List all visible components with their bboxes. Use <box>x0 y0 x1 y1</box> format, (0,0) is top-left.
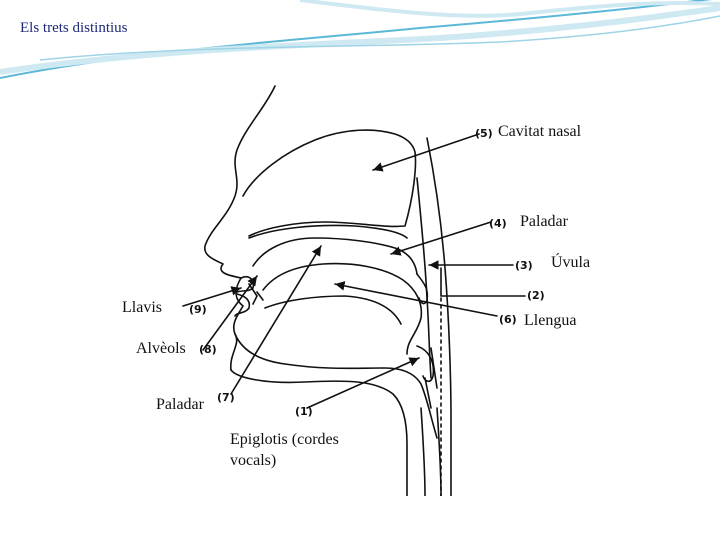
tongue-lower <box>264 295 402 325</box>
marker-1: (1) <box>295 405 313 418</box>
face-profile-outline <box>204 85 276 371</box>
pointer-7-paladar <box>230 245 322 395</box>
uvula-shape <box>416 273 429 305</box>
vocal-tract-diagram <box>182 85 526 496</box>
upper-lip <box>236 275 255 293</box>
pharynx-back-wall <box>426 137 452 496</box>
nasal-cavity-outline <box>242 129 417 237</box>
header-wave-fill <box>0 0 720 80</box>
label-epiglotis-line1: Epiglotis (cordes <box>230 431 339 448</box>
header-wave-decoration <box>0 0 720 80</box>
header-wave-line-3 <box>39 15 720 61</box>
lower-lip <box>234 293 251 317</box>
pointer-5-nasal <box>372 133 480 172</box>
jaw-outline <box>234 333 438 439</box>
pointer-8-alveols <box>202 275 258 351</box>
marker-8: (8) <box>199 343 217 356</box>
marker-4: (4) <box>489 217 507 230</box>
marker-6: (6) <box>499 313 517 326</box>
label-llengua: Llengua <box>524 312 577 329</box>
slide-header: Els trets distintius <box>0 0 720 90</box>
marker-3: (3) <box>515 259 533 272</box>
pointer-4-palate <box>390 221 492 256</box>
label-alveols: Alvèols <box>136 340 186 357</box>
figure-panel: (5) (4) (3) (2) (6) (9) (8) (7) (1) <box>145 78 565 496</box>
tongue-outline <box>262 262 423 355</box>
slide-title: Els trets distintius <box>20 20 128 36</box>
label-paladar-top: Paladar <box>520 213 568 230</box>
marker-2: (2) <box>527 289 545 302</box>
marker-7: (7) <box>217 391 235 404</box>
marker-5: (5) <box>475 127 493 140</box>
pointer-2-llengua <box>440 267 526 297</box>
label-llavis: Llavis <box>122 299 162 316</box>
pointer-6-llengua <box>334 281 498 317</box>
palate-outline <box>252 237 418 275</box>
label-paladar-bottom: Paladar <box>156 396 204 413</box>
marker-9: (9) <box>189 303 207 316</box>
trachea-lines <box>420 407 442 496</box>
label-epiglotis-line2: vocals) <box>230 452 277 469</box>
pointer-9-llavis <box>182 286 242 307</box>
chin-neck <box>230 369 408 496</box>
label-uvula: Úvula <box>551 254 591 271</box>
nasal-floor <box>248 224 408 239</box>
header-wave-line-4 <box>299 0 720 18</box>
label-cavitat-nasal: Cavitat nasal <box>498 123 582 140</box>
teeth <box>248 283 264 305</box>
pointer-1-epiglotis <box>306 357 420 409</box>
epiglottis-shape <box>416 345 438 409</box>
header-wave-line-2 <box>0 5 720 75</box>
